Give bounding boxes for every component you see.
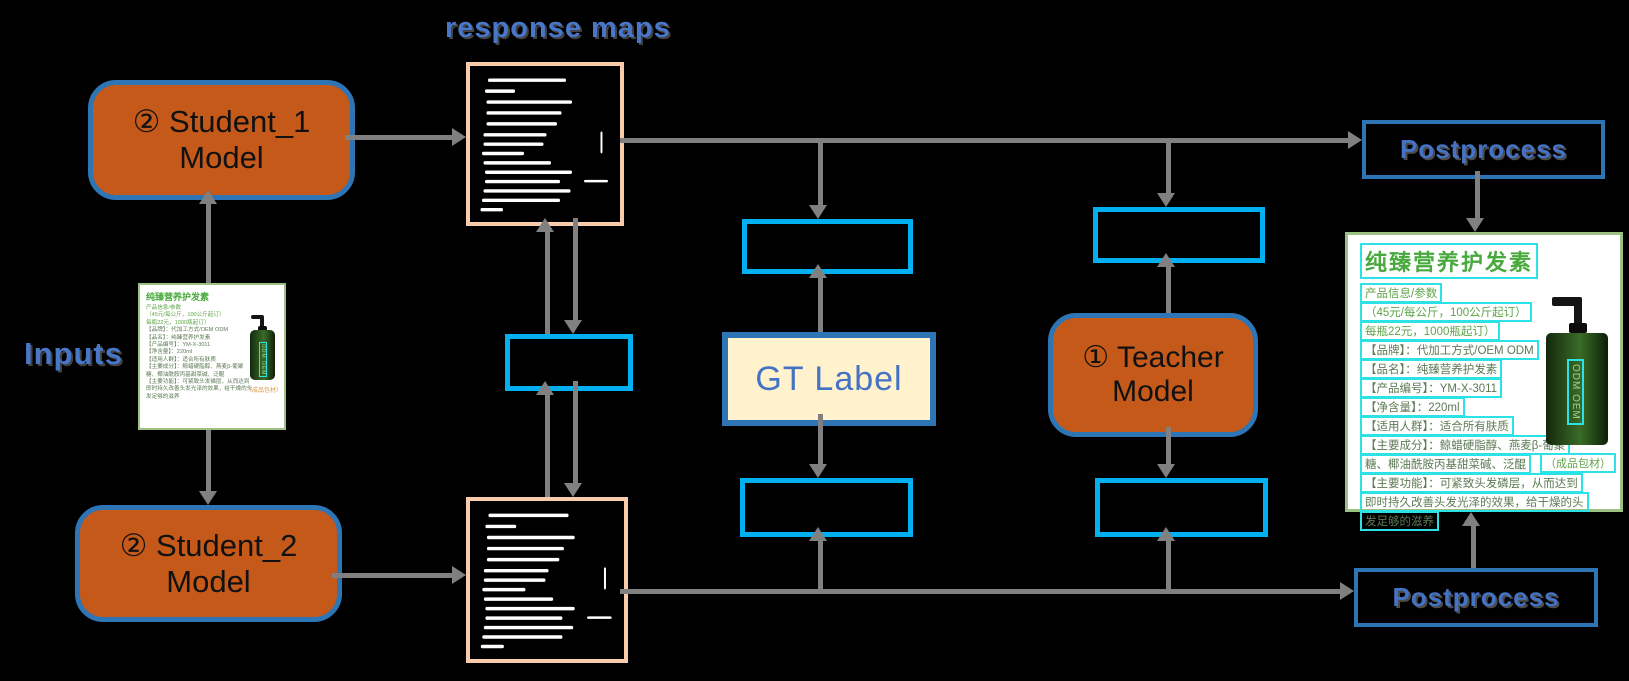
product-card-title-row: 纯臻营养护发素 xyxy=(1360,243,1608,279)
card-line: 【主要成分】：鲸蜡硬脂醇、燕麦β-葡聚 xyxy=(146,364,244,371)
bottle-pump-nozzle xyxy=(1552,297,1582,306)
postprocess-top-node: Postprocess xyxy=(1362,120,1605,179)
bottle-body: ODM OEM xyxy=(250,330,275,380)
distill-loss-box-bottom xyxy=(1095,478,1268,537)
response-maps-title: response maps xyxy=(445,12,671,44)
gt-loss-box-top xyxy=(742,219,913,274)
card-line: 【适用人群】：适合所有肤质 xyxy=(146,356,216,363)
product-card-title: 纯臻营养护发素 xyxy=(1360,243,1539,279)
bottle-pump-stem xyxy=(1574,304,1582,324)
card-line: 产品信息/参数 xyxy=(146,305,182,311)
distill-loss-box-top xyxy=(1093,207,1265,263)
postprocess-bottom-node: Postprocess xyxy=(1354,568,1598,627)
card-line: 【主要功能】：可紧致头发磷层，从而达到 xyxy=(1360,473,1608,493)
teacher-model-node: ① Teacher Model xyxy=(1048,313,1258,437)
product-card-caption: （成品包材） xyxy=(1540,453,1616,473)
response-map-lines-image xyxy=(480,513,612,649)
mutual-loss-box xyxy=(505,334,633,391)
product-bottle: ODM OEM xyxy=(1546,297,1610,447)
postprocess-top-label: Postprocess xyxy=(1399,134,1568,164)
response-map-student2 xyxy=(466,497,628,663)
input-card-lines: 产品信息/参数（45元/每公斤，100公斤起订）每瓶22元，1000瓶起订）【品… xyxy=(146,303,278,400)
inputs-label: Inputs xyxy=(24,336,123,371)
card-line: 【主要功能】：可紧致头发磷层，从而达到 xyxy=(146,378,250,385)
response-map-lines-image xyxy=(480,78,608,212)
bottle-pump-stem xyxy=(260,318,264,327)
student2-model-node: ② Student_2 Model xyxy=(75,505,342,622)
card-line: 糖、椰油酰胺丙基甜菜碱、泛醌 xyxy=(146,371,225,378)
card-line: 即时持久改善头发光泽的效果，给干燥的头 xyxy=(1360,492,1608,512)
bottle-label-text: ODM OEM xyxy=(1567,359,1584,425)
student1-model-node: ② Student_1 Model xyxy=(88,80,355,200)
card-line: 发足够的滋养 xyxy=(1360,511,1608,531)
input-card-caption: （成品包材） xyxy=(245,388,282,394)
card-line: 【品名】：纯臻营养护发素 xyxy=(146,334,211,341)
output-product-card: 纯臻营养护发素 产品信息/参数（45元/每公斤，100公斤起订）每瓶22元，10… xyxy=(1345,232,1623,531)
product-card-lines: 产品信息/参数（45元/每公斤，100公斤起订）每瓶22元，1000瓶起订）【品… xyxy=(1360,283,1608,531)
input-card-title: 纯臻营养护发素 xyxy=(146,292,210,302)
card-line: 发足够的滋养 xyxy=(146,393,180,400)
product-card-caption-row: （成品包材） xyxy=(1540,453,1616,473)
bottle-pump-nozzle xyxy=(251,315,264,319)
card-line: 【品牌】：代加工方式/OEM ODM xyxy=(146,327,229,334)
card-line: 【净含量】：220ml xyxy=(146,349,192,356)
bottle-pump-collar xyxy=(1569,323,1587,333)
bottle-label-text: ODM OEM xyxy=(259,342,267,378)
card-line: （45元/每公斤，100公斤起订） xyxy=(146,312,225,319)
bottle-pump-collar xyxy=(258,326,267,331)
postprocess-bottom-label: Postprocess xyxy=(1392,582,1560,612)
gt-label-node: GT Label xyxy=(722,332,936,426)
card-line: 即时持久改善头发光泽的效果，给干燥的头 xyxy=(146,386,253,393)
input-product-card: 纯臻营养护发素 产品信息/参数（45元/每公斤，100公斤起订）每瓶22元，10… xyxy=(138,283,286,430)
card-line: 【产品编号】：YM-X-3011 xyxy=(146,341,211,348)
product-bottle-small: ODM OEM xyxy=(250,315,276,381)
bottle-body: ODM OEM xyxy=(1546,333,1608,445)
card-line: 每瓶22元，1000瓶起订） xyxy=(146,319,210,326)
response-map-student1 xyxy=(466,62,624,226)
